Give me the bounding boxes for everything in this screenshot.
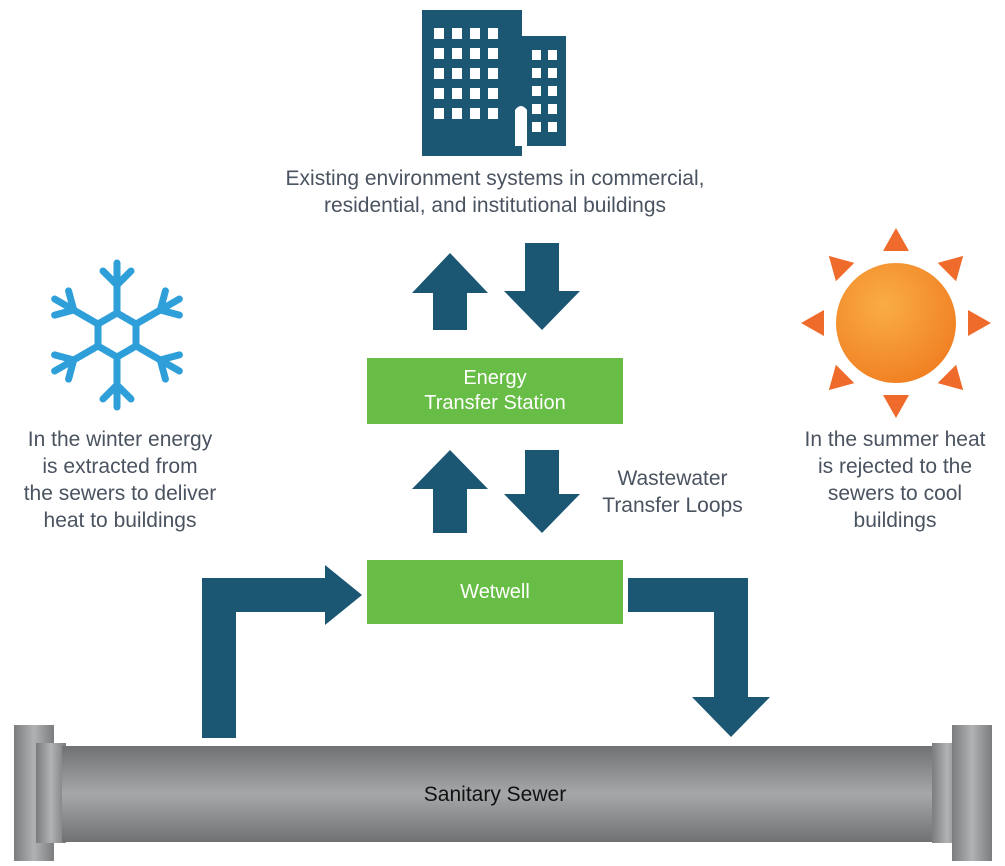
summer-caption: In the summer heat is rejected to the se… (804, 428, 986, 532)
arrow-up-to-station (412, 450, 488, 533)
arrow-down-from-buildings (504, 243, 580, 330)
arrow-sewer-to-wetwell (202, 565, 362, 738)
wastewater-transfer-loops-label: Wastewater Transfer Loops (602, 467, 743, 517)
buildings-caption: Existing environment systems in commerci… (285, 167, 705, 217)
snowflake-icon (48, 259, 187, 407)
wetwell-box: Wetwell (367, 560, 623, 624)
sanitary-sewer-pipe (14, 725, 992, 861)
arrow-up-to-buildings (412, 253, 488, 330)
energy-transfer-station-box: Energy Transfer Station (367, 358, 623, 424)
sun-icon (801, 228, 991, 418)
arrow-wetwell-to-sewer (628, 578, 770, 737)
winter-caption: In the winter energy is extracted from t… (23, 428, 217, 532)
arrow-down-to-wetwell (504, 450, 580, 533)
sanitary-sewer-label: Sanitary Sewer (423, 783, 567, 806)
office-building-icon (422, 10, 566, 156)
